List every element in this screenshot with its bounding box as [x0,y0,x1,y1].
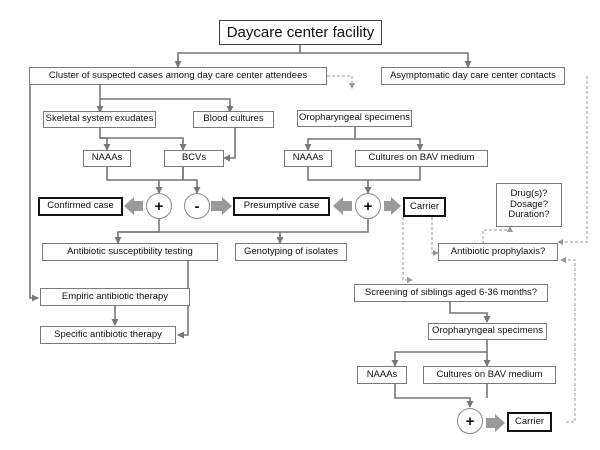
drug-dosage-duration-box: Drug(s)? Dosage? Duration? [496,183,562,227]
bcvs-box: BCVs [164,150,224,167]
positive-result-circle-siblings: + [457,408,483,434]
naaas-box-contacts: NAAAs [284,150,332,167]
antibiotic-prophylaxis-box: Antibiotic prophylaxis? [438,243,558,261]
skeletal-exudates-box: Skeletal system exudates [43,111,156,128]
empiric-therapy-box: Empiric antibiotic therapy [40,288,190,306]
oropharyngeal-specimens-box: Oropharyngeal specimens [297,110,412,127]
bav-cultures-box-contacts: Cultures on BAV medium [355,150,488,167]
carrier-box: Carrier [403,197,446,217]
naaas-box-cases: NAAAs [83,150,131,167]
specific-therapy-box: Specific antibiotic therapy [40,326,176,344]
genotyping-box: Genotyping of isolates [235,243,347,261]
blood-cultures-box: Blood cultures [193,111,274,128]
oropharyngeal-specimens-box-siblings: Oropharyngeal specimens [428,323,547,340]
bav-cultures-box-siblings: Cultures on BAV medium [423,366,556,384]
sibling-screening-box: Screening of siblings aged 6-36 months? [354,284,548,302]
carrier-box-siblings: Carrier [507,412,552,432]
presumptive-case-box: Presumptive case [233,197,330,216]
naaas-box-siblings: NAAAs [357,366,407,384]
title-box: Daycare center facility [219,20,382,45]
dosage-question: Dosage? [509,198,549,210]
positive-result-circle: + [146,193,172,219]
negative-result-circle: - [184,193,210,219]
suspected-cases-cluster-box: Cluster of suspected cases among day car… [29,67,327,85]
susceptibility-testing-box: Antibiotic susceptibility testing [42,243,218,261]
asymptomatic-contacts-box: Asymptomatic day care center contacts [381,67,565,85]
positive-result-circle-contacts: + [355,193,381,219]
confirmed-case-box: Confirmed case [38,197,123,216]
drug-question: Drug(s)? [510,187,548,199]
duration-question: Duration? [508,209,550,221]
